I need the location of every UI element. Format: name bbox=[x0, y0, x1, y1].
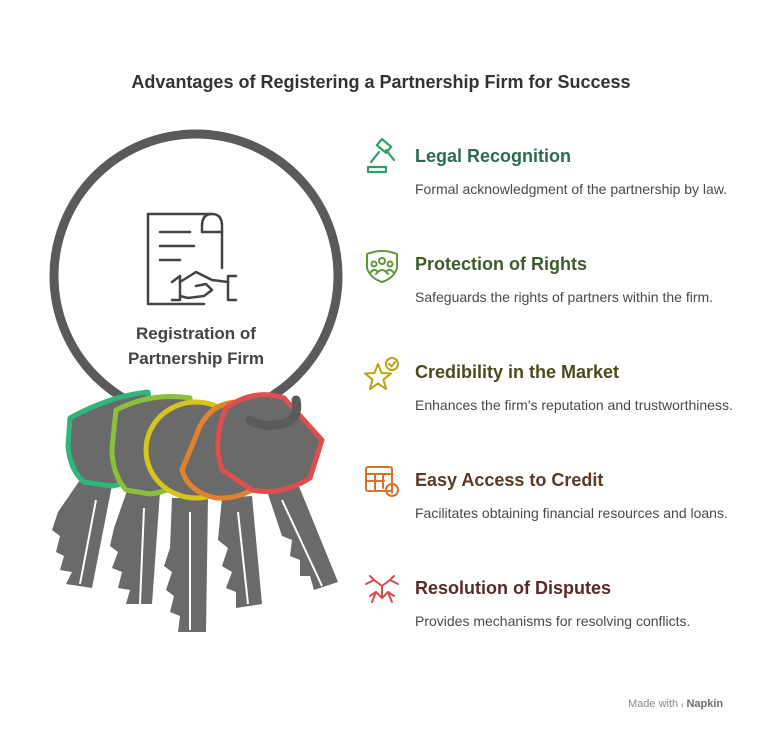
center-label-line2: Partnership Firm bbox=[127, 349, 265, 368]
key-head-red bbox=[215, 392, 325, 494]
gavel-icon bbox=[366, 138, 396, 174]
footer-made-with: Made with bbox=[628, 698, 679, 710]
napkin-logo-icon: ⨾ bbox=[681, 698, 684, 710]
item-title: Credibility in the Market bbox=[415, 362, 620, 382]
ring-link bbox=[245, 395, 302, 430]
key-shaft-3 bbox=[164, 498, 208, 632]
shield-people-icon bbox=[366, 250, 398, 283]
item-desc: Safeguards the rights of partners within… bbox=[415, 289, 714, 305]
center-label-line1: Registration of bbox=[136, 324, 256, 343]
item-desc: Facilitates obtaining financial resource… bbox=[415, 505, 728, 521]
item-title: Legal Recognition bbox=[415, 146, 572, 166]
key-shaft-2 bbox=[110, 488, 160, 604]
ledger-coin-icon bbox=[365, 466, 399, 497]
item-desc: Enhances the firm's reputation and trust… bbox=[415, 397, 733, 413]
key-ring bbox=[49, 129, 343, 423]
center-label: Registration of Partnership Firm bbox=[96, 321, 296, 371]
item-desc: Provides mechanisms for resolving confli… bbox=[415, 613, 691, 629]
footer-credit: Made with ⨾ Napkin bbox=[628, 698, 723, 711]
key-shaft-4 bbox=[218, 496, 262, 608]
page-title: Advantages of Registering a Partnership … bbox=[131, 72, 631, 92]
contract-icon bbox=[146, 212, 238, 306]
handshake-icon bbox=[365, 575, 399, 603]
item-desc: Formal acknowledgment of the partnership… bbox=[415, 181, 728, 197]
key-shafts bbox=[52, 480, 338, 632]
shaft-grooves bbox=[79, 499, 323, 630]
footer-brand: Napkin bbox=[686, 698, 724, 710]
item-title: Easy Access to Credit bbox=[415, 470, 604, 490]
star-check-icon bbox=[364, 357, 399, 390]
key-shaft-1 bbox=[52, 480, 112, 588]
key-shaft-5 bbox=[266, 484, 338, 590]
item-title: Protection of Rights bbox=[415, 254, 587, 274]
key-heads bbox=[65, 389, 325, 501]
item-title: Resolution of Disputes bbox=[415, 578, 612, 598]
